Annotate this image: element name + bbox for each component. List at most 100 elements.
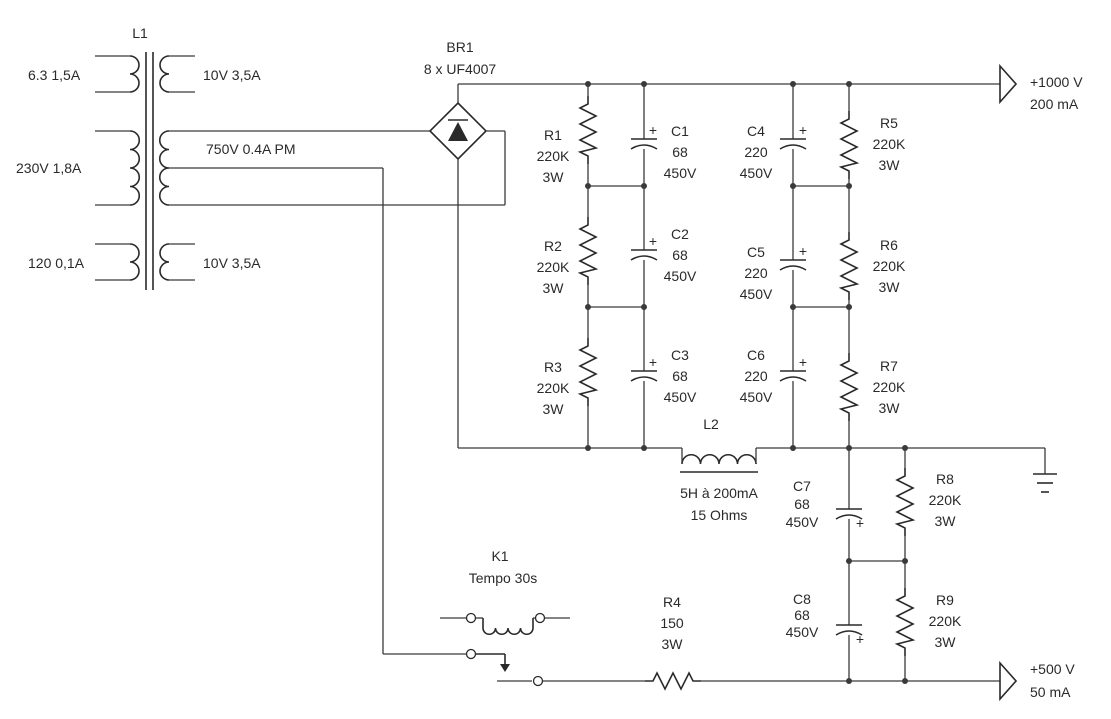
c3-voltage: 450V xyxy=(664,389,697,405)
r1-power: 3W xyxy=(543,169,565,185)
pri-bot-label: 120 0,1A xyxy=(28,255,85,271)
resistor-r3 xyxy=(579,337,597,407)
r6-ref: R6 xyxy=(880,237,898,253)
c1-plus-mark: + xyxy=(649,122,657,138)
choke-resistance: 15 Ohms xyxy=(691,507,748,523)
output-arrow-icon xyxy=(999,63,1018,105)
choke-spec: 5H à 200mA xyxy=(680,485,758,501)
winding-sec-bot xyxy=(159,243,195,281)
r2-value: 220K xyxy=(537,259,570,275)
relay-coil xyxy=(482,618,534,636)
c6-plus-mark: + xyxy=(799,354,807,370)
resistor-r1 xyxy=(579,95,597,165)
c5-plus-mark: + xyxy=(799,243,807,259)
r8-ref: R8 xyxy=(936,471,954,487)
capacitor-c4 xyxy=(779,138,807,150)
hv-current: 200 mA xyxy=(1030,96,1079,112)
c1-ref: C1 xyxy=(671,123,689,139)
c7-plus-mark: + xyxy=(856,515,864,531)
c4-ref: C4 xyxy=(747,123,765,139)
bridge-rectifier-br1: BR1 8 x UF4007 xyxy=(424,39,506,448)
transformer-l1: L1 6.3 1,5A 230V 1,8A 120 0,1A xyxy=(16,25,505,290)
r6-value: 220K xyxy=(873,258,906,274)
r3-value: 220K xyxy=(537,380,570,396)
r7-ref: R7 xyxy=(880,358,898,374)
c5-value: 220 xyxy=(744,265,768,281)
rails xyxy=(458,83,1045,682)
r2-ref: R2 xyxy=(544,238,562,254)
c4-plus-mark: + xyxy=(799,122,807,138)
resistor-r7 xyxy=(840,352,858,422)
r5-power: 3W xyxy=(879,157,901,173)
capacitor-c1 xyxy=(630,138,658,150)
choke-ref: L2 xyxy=(703,416,719,432)
choke-l2: L2 5H à 200mA 15 Ohms xyxy=(680,416,759,523)
ladder-lower: + + C7 68 450V C8 68 450V R8 220K 3W R9 … xyxy=(786,448,962,681)
c5-ref: C5 xyxy=(747,244,765,260)
r5-value: 220K xyxy=(873,136,906,152)
r9-value: 220K xyxy=(929,613,962,629)
c7-ref: C7 xyxy=(793,478,811,494)
winding-pri-bot xyxy=(95,243,140,281)
c8-ref: C8 xyxy=(793,591,811,607)
capacitor-c2 xyxy=(630,249,658,261)
c2-ref: C2 xyxy=(671,226,689,242)
c7-voltage: 450V xyxy=(786,514,819,530)
sec-bot-label: 10V 3,5A xyxy=(203,255,261,271)
r1-ref: R1 xyxy=(544,127,562,143)
r4-value: 150 xyxy=(660,615,684,631)
r9-power: 3W xyxy=(935,634,957,650)
output-lv: +500 V 50 mA xyxy=(999,660,1075,702)
winding-pri-mid xyxy=(95,130,141,206)
lv-current: 50 mA xyxy=(1030,684,1071,700)
c2-plus-mark: + xyxy=(649,233,657,249)
r1-value: 220K xyxy=(537,148,570,164)
resistor-r8 xyxy=(896,467,914,537)
ladder-left: + + + R1 220K 3W R2 220K 3W R3 220K 3W C… xyxy=(537,84,697,448)
hv-voltage: +1000 V xyxy=(1030,74,1083,90)
contact-arrow-icon xyxy=(500,664,510,672)
c7-value: 68 xyxy=(794,496,810,512)
capacitor-c6 xyxy=(779,370,807,382)
c3-plus-mark: + xyxy=(649,354,657,370)
winding-sec-top xyxy=(159,55,195,93)
c2-value: 68 xyxy=(672,247,688,263)
junction-dots xyxy=(585,81,908,684)
bridge-value: 8 x UF4007 xyxy=(424,61,497,77)
sec-hv-label: 750V 0.4A PM xyxy=(206,141,296,157)
r7-value: 220K xyxy=(873,379,906,395)
r8-power: 3W xyxy=(935,513,957,529)
c4-voltage: 450V xyxy=(740,165,773,181)
c3-value: 68 xyxy=(672,368,688,384)
c6-ref: C6 xyxy=(747,347,765,363)
capacitor-c5 xyxy=(779,259,807,271)
pri-top-label: 6.3 1,5A xyxy=(28,67,81,83)
c6-value: 220 xyxy=(744,368,768,384)
c8-value: 68 xyxy=(794,607,810,623)
c3-ref: C3 xyxy=(671,347,689,363)
c1-voltage: 450V xyxy=(664,165,697,181)
c5-voltage: 450V xyxy=(740,286,773,302)
c2-voltage: 450V xyxy=(664,268,697,284)
r9-ref: R9 xyxy=(936,592,954,608)
r7-power: 3W xyxy=(879,400,901,416)
resistor-r5 xyxy=(840,110,858,180)
pri-mid-label: 230V 1,8A xyxy=(16,160,82,176)
resistor-r2 xyxy=(579,216,597,286)
ground-icon xyxy=(1033,448,1057,493)
winding-sec-hv xyxy=(158,130,505,206)
r4-power: 3W xyxy=(662,636,684,652)
r2-power: 3W xyxy=(543,280,565,296)
relay-k1: K1 Tempo 30s xyxy=(382,168,570,687)
output-hv: +1000 V 200 mA xyxy=(999,63,1083,112)
r5-ref: R5 xyxy=(880,115,898,131)
relay-ref: K1 xyxy=(491,548,508,564)
resistor-r6 xyxy=(840,231,858,301)
transformer-ref: L1 xyxy=(132,25,148,41)
r6-power: 3W xyxy=(879,279,901,295)
r8-value: 220K xyxy=(929,492,962,508)
diode-icon xyxy=(448,119,468,141)
r4-ref: R4 xyxy=(663,594,681,610)
c6-voltage: 450V xyxy=(740,389,773,405)
